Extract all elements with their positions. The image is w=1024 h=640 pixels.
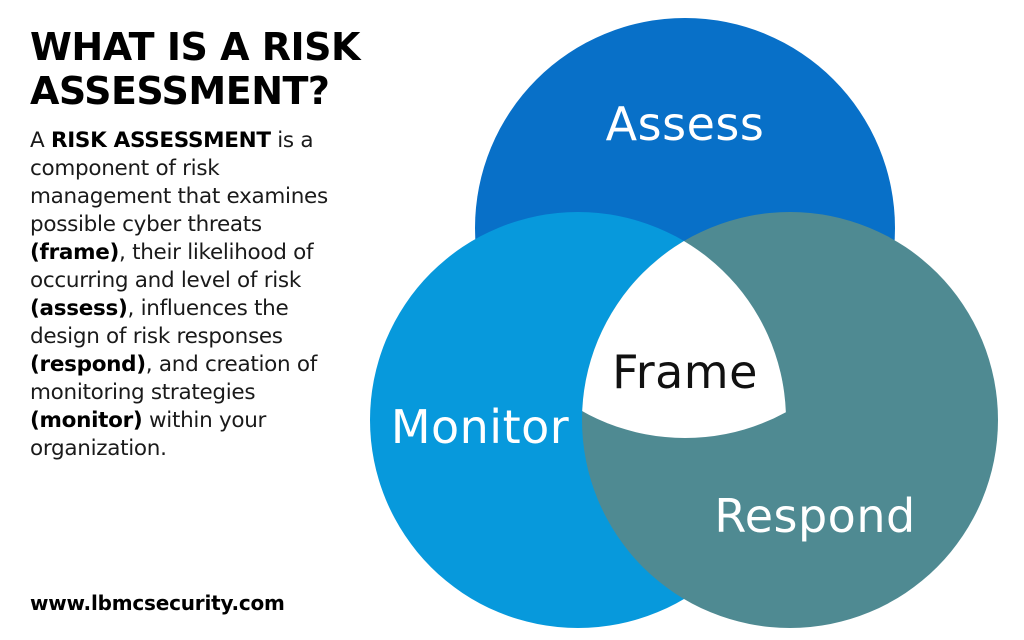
venn-label-respond: Respond <box>714 489 915 543</box>
venn-label-monitor: Monitor <box>391 400 569 454</box>
website-url[interactable]: www.lbmcsecurity.com <box>30 591 285 615</box>
venn-diagram-svg: Assess Monitor Respond Frame <box>370 18 998 628</box>
venn-label-assess: Assess <box>606 97 765 151</box>
venn-intersection-frame[interactable] <box>582 212 998 628</box>
page-title: WHAT IS A RISK ASSESSMENT? <box>30 25 360 113</box>
venn-label-frame: Frame <box>612 345 758 399</box>
venn-diagram: Assess Monitor Respond Frame <box>360 0 1024 640</box>
text-panel: WHAT IS A RISK ASSESSMENT? A RISK ASSESS… <box>30 25 360 626</box>
body-paragraph: A RISK ASSESSMENT is a component of risk… <box>30 128 328 461</box>
